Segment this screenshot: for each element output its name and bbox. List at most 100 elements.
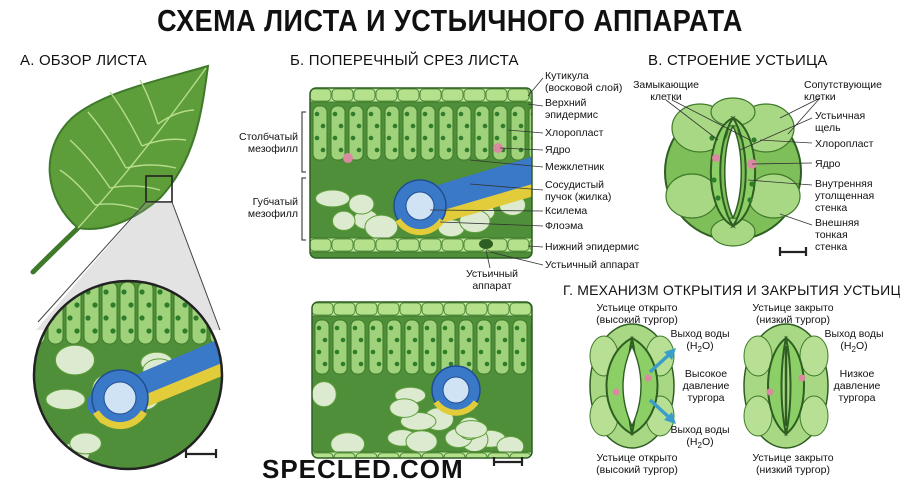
label-phloem: Флоэма	[545, 220, 584, 232]
chloroplast-dot	[56, 328, 62, 334]
leaf-veins	[59, 67, 207, 229]
chloroplast-dot	[316, 349, 322, 355]
chloroplast-dot	[496, 349, 502, 355]
palisade-cell	[348, 105, 364, 161]
chloroplast-dot	[442, 349, 448, 355]
spongy-cell	[405, 430, 438, 453]
chloroplast-dot	[442, 325, 448, 331]
stomatal-pore-open	[622, 344, 642, 428]
chloroplast-dot	[74, 328, 80, 334]
chloroplast-dot	[350, 111, 356, 117]
leader-line	[779, 213, 813, 226]
palisade-cell	[438, 105, 454, 161]
chloroplast-dot	[751, 137, 757, 143]
chloroplast-dot	[139, 289, 145, 295]
chloroplast-dot	[512, 135, 518, 141]
palisade-cell	[528, 105, 532, 161]
palisade-cell	[530, 319, 532, 375]
chloroplast-dot	[38, 302, 44, 308]
spongy-cell	[331, 210, 356, 231]
epidermis-cell	[465, 452, 488, 458]
epidermis-cell	[507, 88, 530, 102]
leader-line	[469, 183, 544, 191]
chloroplast-dot	[182, 302, 188, 308]
label-water-out-1: Выход воды(H2O)	[670, 328, 730, 355]
leaf-petiole	[30, 225, 81, 275]
epidermis-cell	[310, 88, 332, 102]
scale-bar-b	[492, 457, 524, 466]
chloroplast-dot	[539, 338, 544, 343]
label-stomatal-apparatus: Устьичный аппарат	[545, 259, 640, 271]
scale-bar-a	[184, 449, 218, 458]
leaf-side-vein	[141, 138, 187, 147]
epidermis-cell	[419, 238, 442, 252]
epidermis-cell	[331, 88, 354, 102]
chloroplast-dot	[502, 361, 508, 367]
chloroplast-dot	[356, 123, 362, 129]
chloroplast-dot	[410, 147, 416, 153]
chloroplast-dot	[334, 349, 340, 355]
chloroplast-dot	[539, 362, 544, 367]
chloroplast-dot	[502, 337, 508, 343]
chloroplast-dot	[422, 111, 428, 117]
scale-bar-v	[778, 247, 808, 256]
label-closed-top: Устьице закрыто(низкий тургор)	[752, 302, 834, 326]
chloroplast-dot	[448, 337, 454, 343]
chloroplast-dot	[374, 147, 380, 153]
chloroplast-dot	[338, 123, 344, 129]
section-b-title: Б. ПОПЕРЕЧНЫЙ СРЕЗ ЛИСТА	[290, 52, 519, 69]
palisade-cell	[456, 105, 472, 161]
palisade-cell	[366, 105, 382, 161]
chloroplast-dot	[358, 361, 364, 367]
leader-line	[759, 139, 813, 144]
chloroplast-dot	[404, 111, 410, 117]
chloroplast-dot	[520, 337, 526, 343]
spongy-cell	[315, 189, 351, 208]
leader-line	[751, 162, 813, 165]
palisade-cell	[386, 319, 402, 375]
leader-line	[469, 159, 544, 168]
chloroplast-dot	[514, 325, 520, 331]
epidermis-cell	[443, 302, 466, 316]
chloroplast-dot	[406, 325, 412, 331]
epidermis-cell	[333, 452, 356, 458]
chloroplast-dot	[460, 349, 466, 355]
chloroplast-dot	[494, 111, 500, 117]
palisade-cell	[474, 105, 490, 161]
label-closed-bottom: Устьице закрыто(низкий тургор)	[752, 452, 834, 476]
leader-line	[527, 245, 544, 248]
leader-line	[507, 129, 544, 134]
chloroplast-dot	[182, 328, 188, 334]
epidermis-cell	[509, 302, 532, 316]
chloroplast-dot	[476, 111, 482, 117]
chloroplast-dot	[352, 349, 358, 355]
chloroplast-dot	[478, 325, 484, 331]
chloroplast-dot	[518, 147, 524, 153]
chloroplast-dot	[103, 289, 109, 295]
leaf-midrib	[77, 67, 207, 229]
chloroplast-dot	[103, 315, 109, 321]
palisade-cell	[350, 319, 366, 375]
leader-line	[739, 117, 813, 151]
chloroplast-dot	[430, 361, 436, 367]
chloroplast-dot	[466, 361, 472, 367]
epidermis-cell	[399, 302, 422, 316]
chloroplast-dot	[446, 147, 452, 153]
chloroplast-dot	[446, 123, 452, 129]
lower-epidermis	[312, 451, 532, 458]
palisade-cell	[384, 105, 400, 161]
leaf-side-vein	[109, 185, 161, 191]
chloroplast-dot	[374, 123, 380, 129]
nucleus	[712, 154, 720, 162]
chloroplast-dot	[334, 325, 340, 331]
leader-line	[527, 103, 544, 107]
chloroplast-dot	[458, 135, 464, 141]
epidermis-cell	[399, 452, 422, 458]
chloroplast-dot	[388, 325, 394, 331]
label-open-bottom: Устьице открыто(высокий тургор)	[596, 452, 678, 476]
epidermis-cell	[443, 452, 466, 458]
palisade-cell	[402, 105, 418, 161]
